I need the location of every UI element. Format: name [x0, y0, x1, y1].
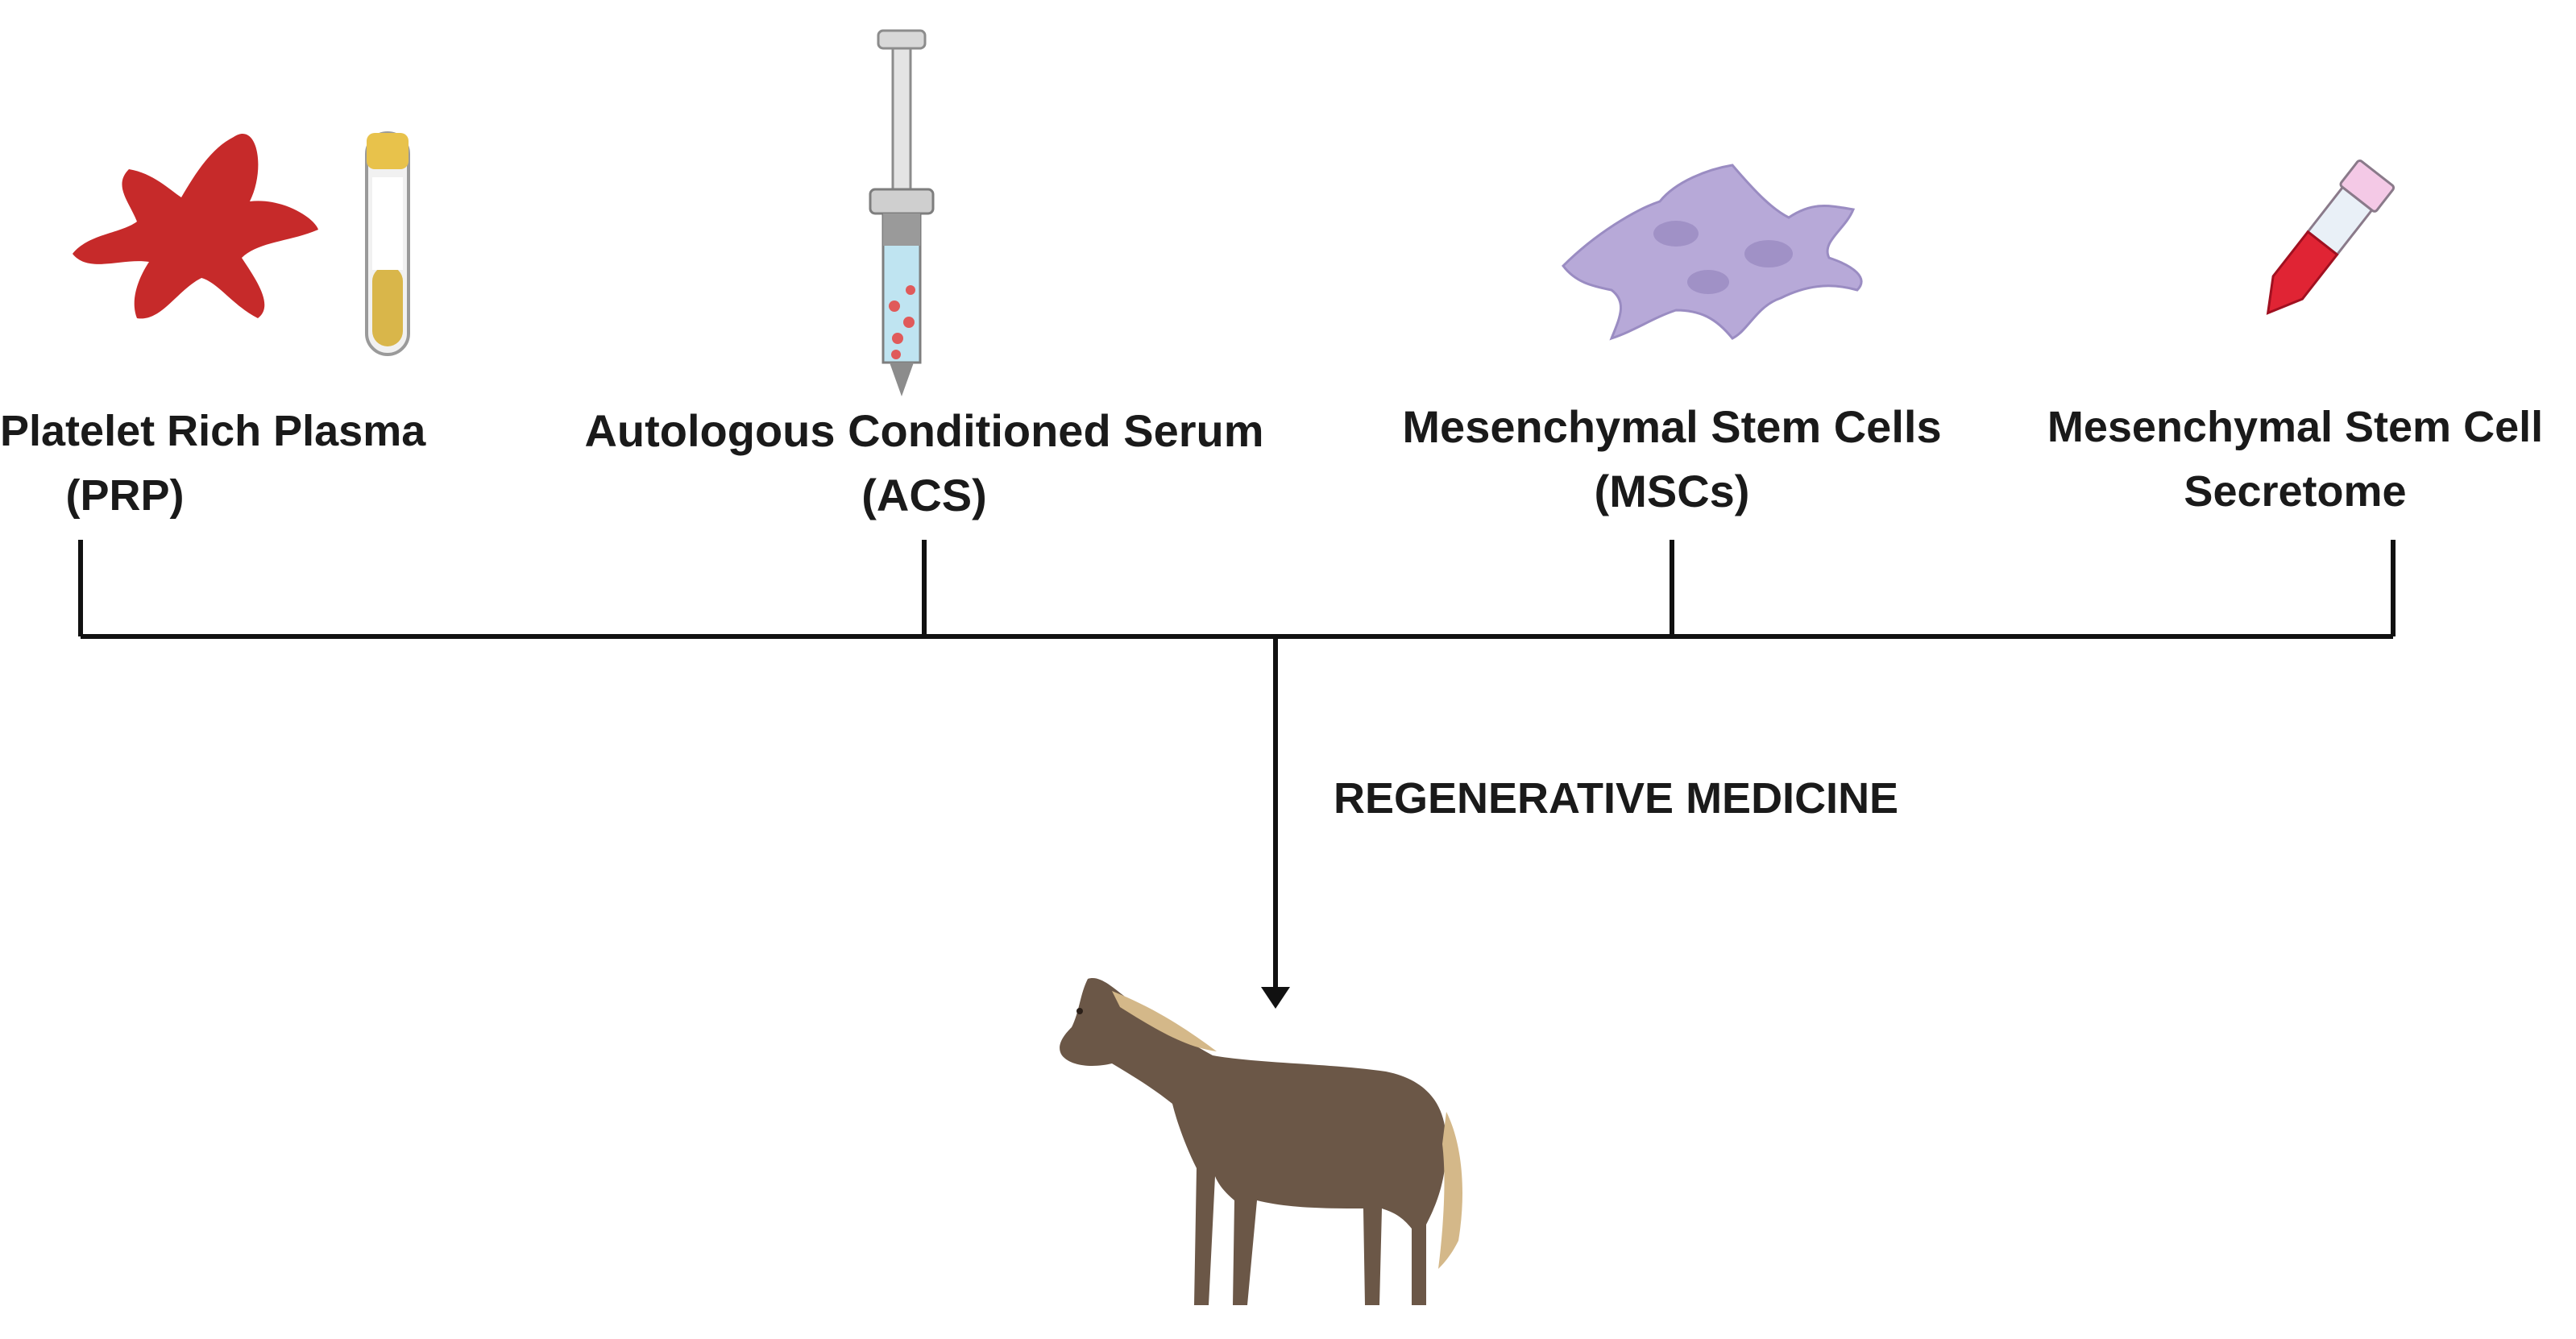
item-label-acs-line1: Autologous Conditioned Serum: [584, 405, 1264, 456]
item-label-secretome-line2: Secretome: [2184, 467, 2407, 516]
item-label-prp: Platelet Rich Plasma (PRP): [0, 399, 426, 528]
connector-lines: [78, 540, 2396, 991]
item-label-secretome-line1: Mesenchymal Stem Cell: [2047, 403, 2544, 451]
stem-cells-icon: [1562, 164, 1863, 341]
item-label-prp-line1: Platelet Rich Plasma: [0, 407, 426, 455]
item-label-mscs-line1: Mesenchymal Stem Cells: [1402, 401, 1942, 452]
plasma-tube-icon: [365, 131, 410, 356]
arrow-head: [1261, 987, 1290, 1009]
item-label-mscs: Mesenchymal Stem Cells (MSCs): [1309, 395, 2035, 524]
horse-icon: [1060, 978, 1462, 1305]
center-label: REGENERATIVE MEDICINE: [1334, 774, 1899, 823]
syringe-icon: [869, 29, 935, 396]
vial-icon: [2266, 160, 2396, 315]
item-label-acs: Autologous Conditioned Serum (ACS): [562, 399, 1287, 528]
item-label-secretome: Mesenchymal Stem Cell Secretome: [2014, 395, 2576, 524]
item-label-acs-line2: (ACS): [861, 470, 987, 520]
platelet-icon: [73, 134, 318, 319]
item-label-mscs-line2: (MSCs): [1594, 466, 1750, 516]
item-label-prp-line2: (PRP): [65, 471, 185, 520]
